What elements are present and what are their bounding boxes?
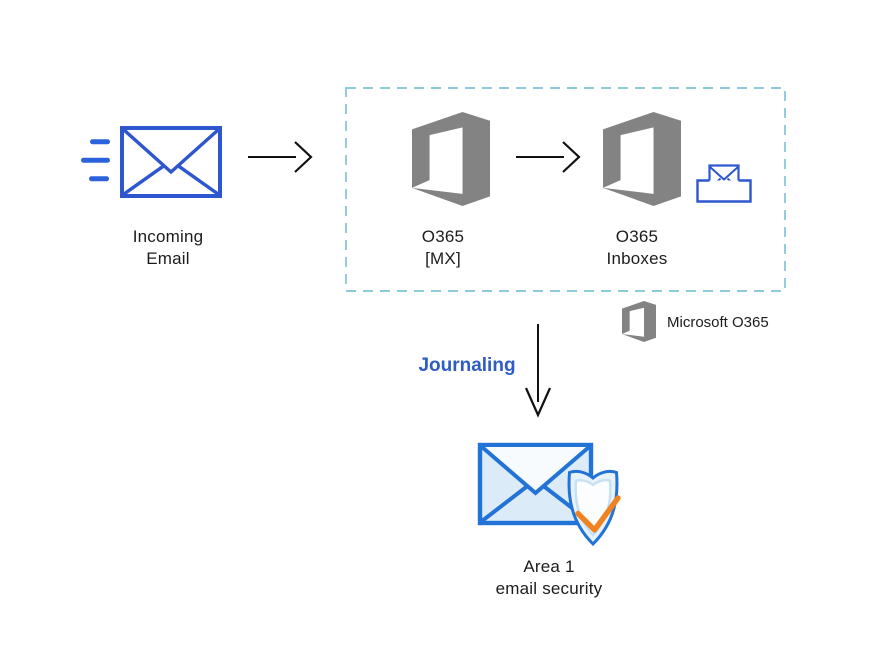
o365-mx-label: O365 [MX] [421,227,465,268]
inbox-envelope-icon [696,164,752,203]
arrow-journaling-down-icon [524,324,552,418]
microsoft-o365-legend-label: Microsoft O365 [667,314,769,331]
area1-email-security-icon [477,442,621,547]
office-logo-icon [622,301,656,342]
o365-inboxes-label: O365 Inboxes [606,227,668,268]
journaling-label: Journaling [418,355,516,376]
arrow-mx-to-inboxes-icon [516,141,581,173]
area1-label: Area 1 email security [495,557,603,598]
o365-boundary-dashed-box [345,87,786,292]
office-logo-icon [412,112,490,206]
speed-lines-icon [81,139,110,182]
incoming-email-envelope-icon [81,126,222,198]
arrow-incoming-to-o365-icon [248,141,313,173]
incoming-email-label: Incoming Email [132,227,204,268]
office-logo-icon [603,112,681,206]
shield-check-icon [567,469,621,547]
